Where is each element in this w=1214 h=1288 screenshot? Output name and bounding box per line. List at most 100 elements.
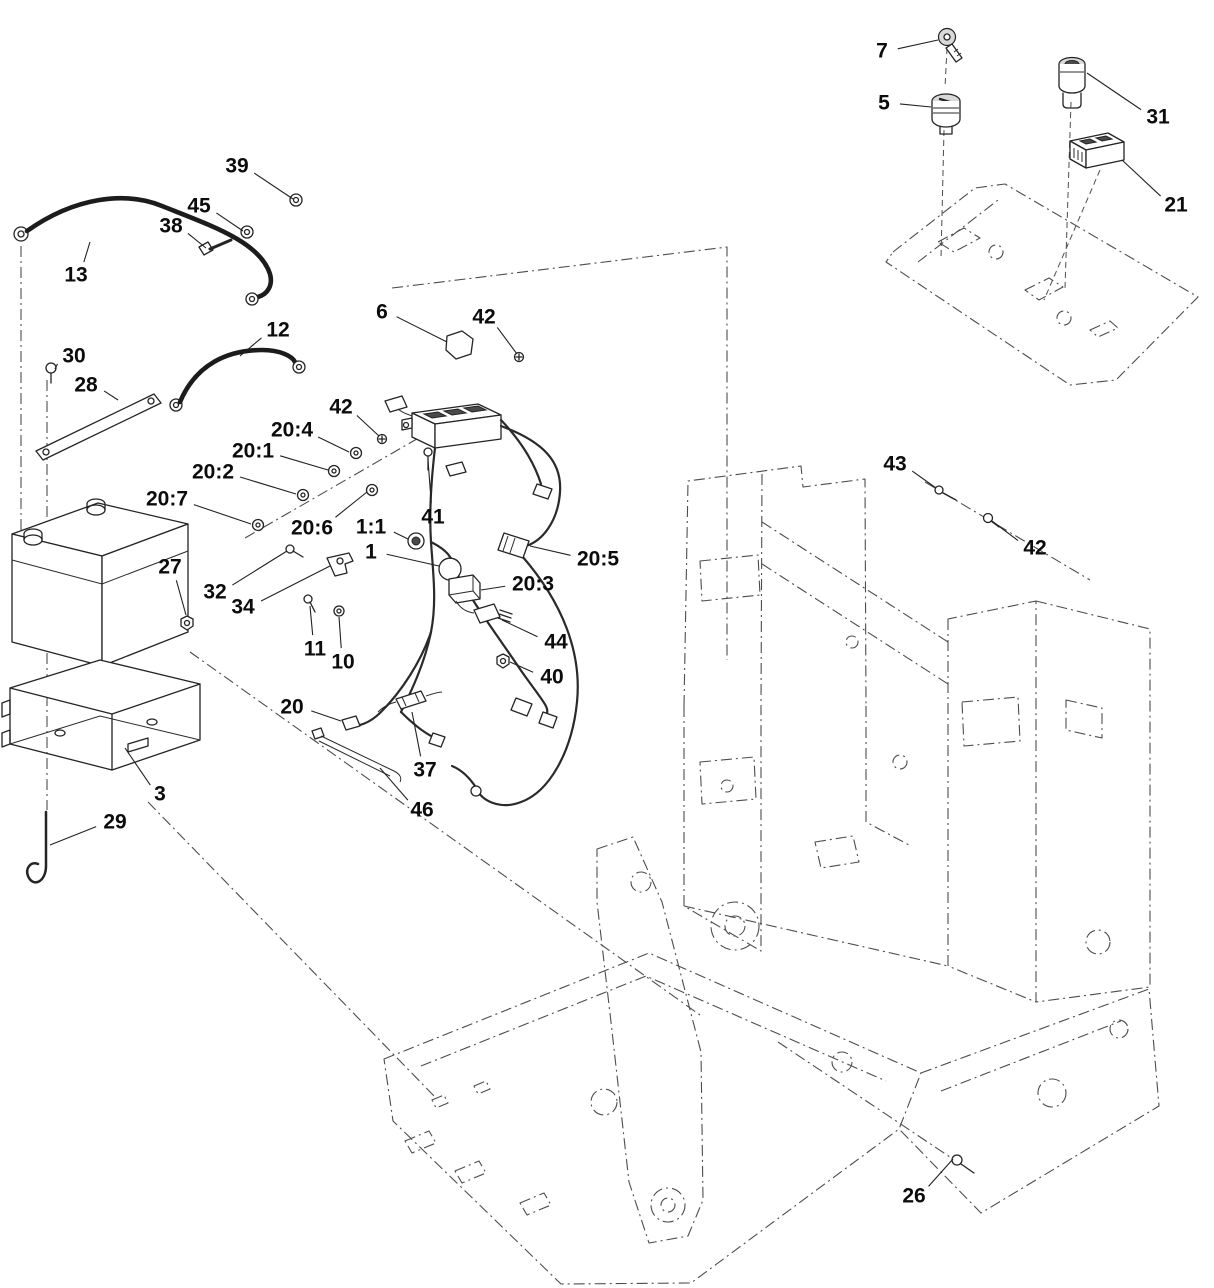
cable-tie-46-tail	[318, 735, 402, 783]
callout-leader-20:6	[335, 491, 368, 518]
frame-right-tower-flange	[1035, 600, 1151, 1003]
callout-leader-29	[49, 826, 97, 846]
callout-3: 3	[154, 783, 166, 806]
callout-leader-26	[928, 1158, 954, 1187]
callout-leader-6	[396, 316, 448, 343]
callout-34: 34	[231, 596, 255, 619]
callout-20:4: 20:4	[271, 419, 313, 442]
frame-hole-i	[831, 1051, 853, 1073]
clamp-20-7-hole	[255, 522, 261, 528]
right-fasteners	[934, 485, 1000, 1174]
frame-left-tower-rib	[760, 473, 763, 707]
key-notches	[953, 48, 962, 57]
grommet-1-1-hole	[411, 536, 421, 546]
dash-panel-hole-4	[1056, 310, 1072, 326]
module-21-side	[1085, 141, 1125, 169]
bracket-34-hole	[336, 557, 344, 565]
callout-5: 5	[878, 92, 890, 115]
callout-45: 45	[187, 195, 211, 218]
projection-diagonal-1	[189, 651, 701, 1016]
tray-rim	[9, 659, 201, 715]
connector-b	[532, 483, 553, 500]
connector-20-5-ribs	[502, 535, 516, 554]
module-21-port-1	[1078, 138, 1098, 145]
frame-hole-c	[720, 779, 734, 793]
frame-hole-e	[1085, 929, 1111, 955]
axis-clamps	[244, 435, 423, 539]
connector-c	[510, 697, 533, 717]
clamp-20-1-hole	[331, 468, 337, 474]
callout-28: 28	[74, 374, 98, 397]
connector-e	[428, 732, 446, 748]
frame-left-tower-side	[865, 706, 912, 847]
dash-panel-hole-5	[1089, 320, 1119, 338]
battery-ridge	[11, 550, 189, 585]
callout-leader-46	[379, 767, 409, 801]
dash-panel-hole-2	[1024, 277, 1064, 301]
callout-31: 31	[1146, 106, 1170, 129]
bolt-38-washers	[198, 193, 303, 256]
screw-43-head	[934, 485, 944, 495]
connector-d	[538, 711, 558, 729]
relay-20-3-edges	[448, 575, 481, 600]
module-21-pins	[1073, 148, 1083, 162]
harness-wire-6	[349, 630, 433, 727]
nut-27	[180, 615, 194, 631]
callout-29: 29	[103, 811, 126, 834]
screw-11-head	[303, 594, 313, 604]
callout-43: 43	[883, 453, 906, 476]
switch-31	[1058, 56, 1086, 109]
cable13-eyelet-2-hole	[248, 295, 256, 303]
wire-harness	[180, 330, 579, 807]
strap-hole-1	[42, 448, 50, 456]
callout-leader-12	[239, 337, 262, 357]
frame-step-3	[519, 1192, 552, 1216]
fuse-block-tab-hole	[402, 421, 410, 429]
tray-left-wall	[9, 687, 113, 771]
cable12-eyelet-1-hole	[172, 401, 180, 409]
frame-pivot-hole	[724, 915, 746, 937]
frame-hole-k	[892, 754, 908, 770]
callout-40: 40	[540, 666, 563, 689]
nut-40-hole	[499, 657, 507, 665]
cable13-eyelet-1-hole	[17, 230, 25, 238]
callout-41: 41	[421, 506, 445, 529]
callout-leader-20:1	[279, 455, 329, 471]
projection-diagonal-2	[147, 801, 437, 1099]
callout-leader-20:3	[480, 585, 506, 591]
frame-cross-1	[761, 521, 949, 643]
frame-bracket	[814, 835, 860, 869]
switch-44-wire	[455, 600, 475, 614]
nut-40	[496, 653, 510, 669]
key-blade	[945, 43, 963, 63]
axis-switch	[1064, 101, 1072, 289]
cable12-eyelet-2-hole	[295, 363, 303, 371]
callout-20:5: 20:5	[577, 548, 619, 571]
washer-45-hole	[243, 228, 251, 236]
screw-42c-head	[982, 512, 994, 524]
machine-frame-phantom	[383, 465, 1160, 1285]
frame-loader-arm	[596, 836, 704, 1244]
harness-wire-9	[450, 764, 479, 791]
callout-32: 32	[203, 581, 226, 604]
callout-leader-40	[509, 661, 534, 673]
frame-step-1	[404, 1130, 437, 1154]
dash-panel-hole-3	[988, 244, 1004, 260]
washer-45	[240, 225, 254, 239]
harness-wire-1	[499, 424, 562, 548]
harness-wire-5	[475, 554, 579, 807]
callout-20:1: 20:1	[232, 440, 274, 463]
clamp-20-7	[251, 518, 265, 532]
callout-37: 37	[413, 759, 436, 782]
harness-wire-8	[499, 418, 543, 486]
battery-group	[11, 498, 189, 667]
switch-31-connector	[1062, 92, 1082, 109]
screw-43-shaft	[942, 492, 957, 501]
key-switch-threads	[933, 107, 959, 114]
callout-leader-27	[175, 580, 187, 616]
nut-27-hole	[183, 619, 191, 627]
frame-cross-2	[761, 563, 949, 685]
callout-leader-21	[1121, 159, 1162, 197]
callout-leader-34	[260, 565, 331, 602]
